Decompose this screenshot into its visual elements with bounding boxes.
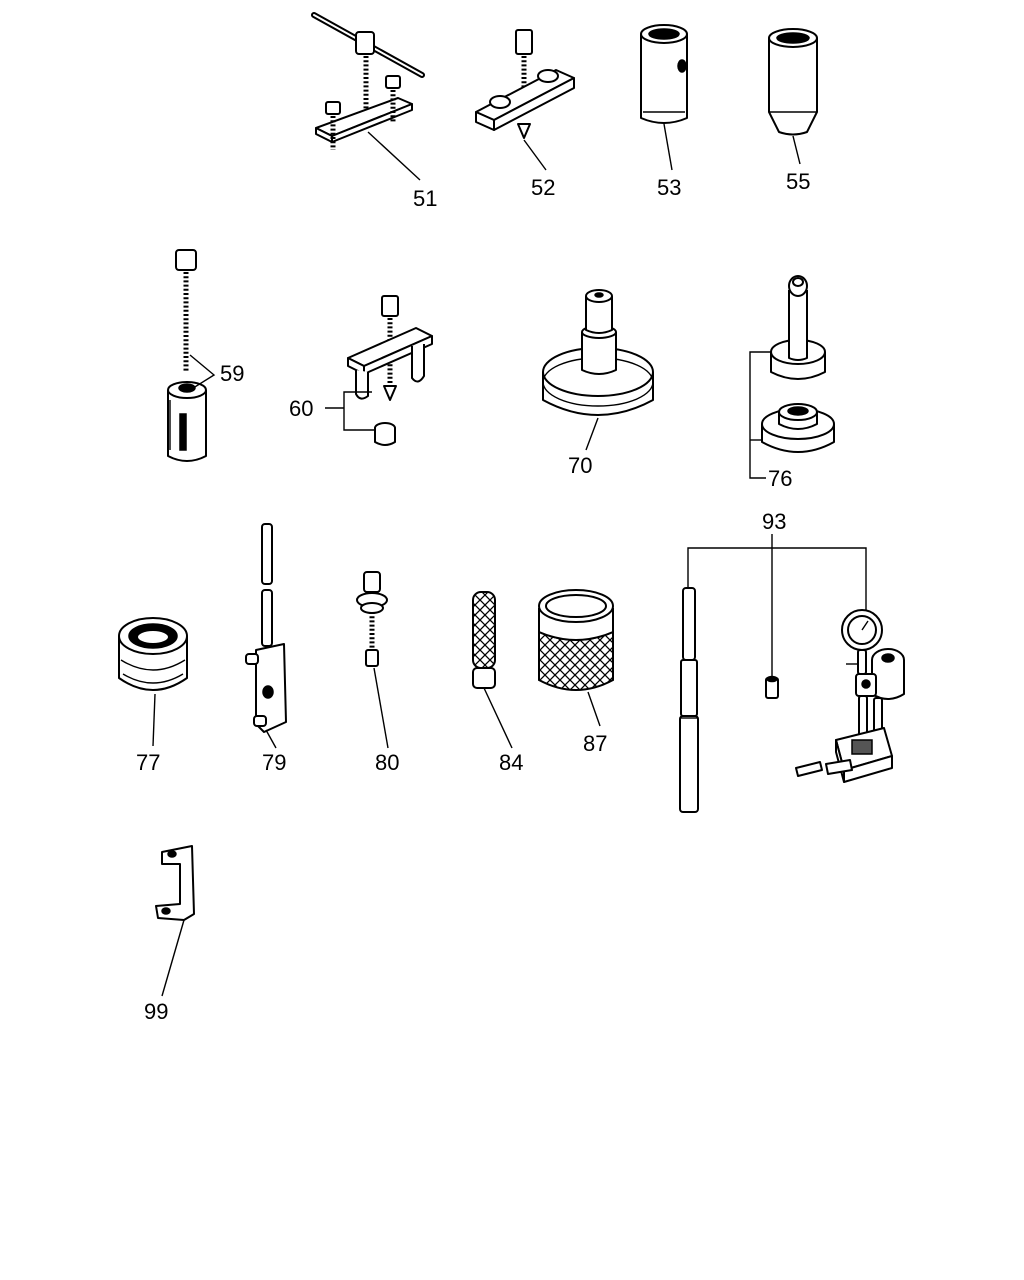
leader-53: [663, 123, 673, 171]
part-59-drawing: [167, 249, 207, 462]
leader-60: [343, 391, 374, 431]
label-53: 53: [657, 175, 681, 200]
label-59: 59: [220, 361, 244, 386]
leader-87: [587, 691, 601, 727]
part-60-drawing: [347, 295, 433, 446]
part-93-drawing: [679, 587, 905, 813]
part-52-drawing: [475, 29, 575, 139]
label-70: 70: [568, 453, 592, 478]
leader-77: [152, 693, 156, 747]
part-99-drawing: [155, 845, 195, 921]
label-60: 60: [289, 396, 313, 421]
label-84: 84: [499, 750, 523, 775]
label-93: 93: [762, 509, 786, 534]
label-52: 52: [531, 175, 555, 200]
part-53-drawing: [640, 24, 688, 124]
part-77-drawing: [118, 617, 188, 691]
part-80-drawing: [356, 571, 388, 667]
part-84-drawing: [472, 591, 496, 689]
label-55: 55: [786, 169, 810, 194]
label-80: 80: [375, 750, 399, 775]
part-87-drawing: [538, 589, 614, 691]
leader-84: [483, 687, 513, 749]
label-87: 87: [583, 731, 607, 756]
leader-80: [373, 667, 389, 749]
part-79-drawing: [245, 523, 287, 733]
leader-79: [265, 729, 277, 749]
label-99: 99: [144, 999, 168, 1024]
leader-59: [189, 354, 216, 391]
part-70-drawing: [542, 289, 654, 416]
part-76-drawing: [761, 275, 835, 453]
leader-52: [523, 139, 547, 171]
label-51: 51: [413, 186, 437, 211]
leader-70: [585, 417, 599, 451]
label-79: 79: [262, 750, 286, 775]
label-76: 76: [768, 466, 792, 491]
leader-55: [792, 135, 801, 165]
part-51-drawing: [311, 12, 425, 150]
leader-76: [749, 351, 772, 479]
leader-51: [367, 131, 421, 181]
part-55-drawing: [768, 28, 818, 136]
label-77: 77: [136, 750, 160, 775]
leader-93: [687, 547, 867, 610]
leader-99: [161, 919, 185, 997]
